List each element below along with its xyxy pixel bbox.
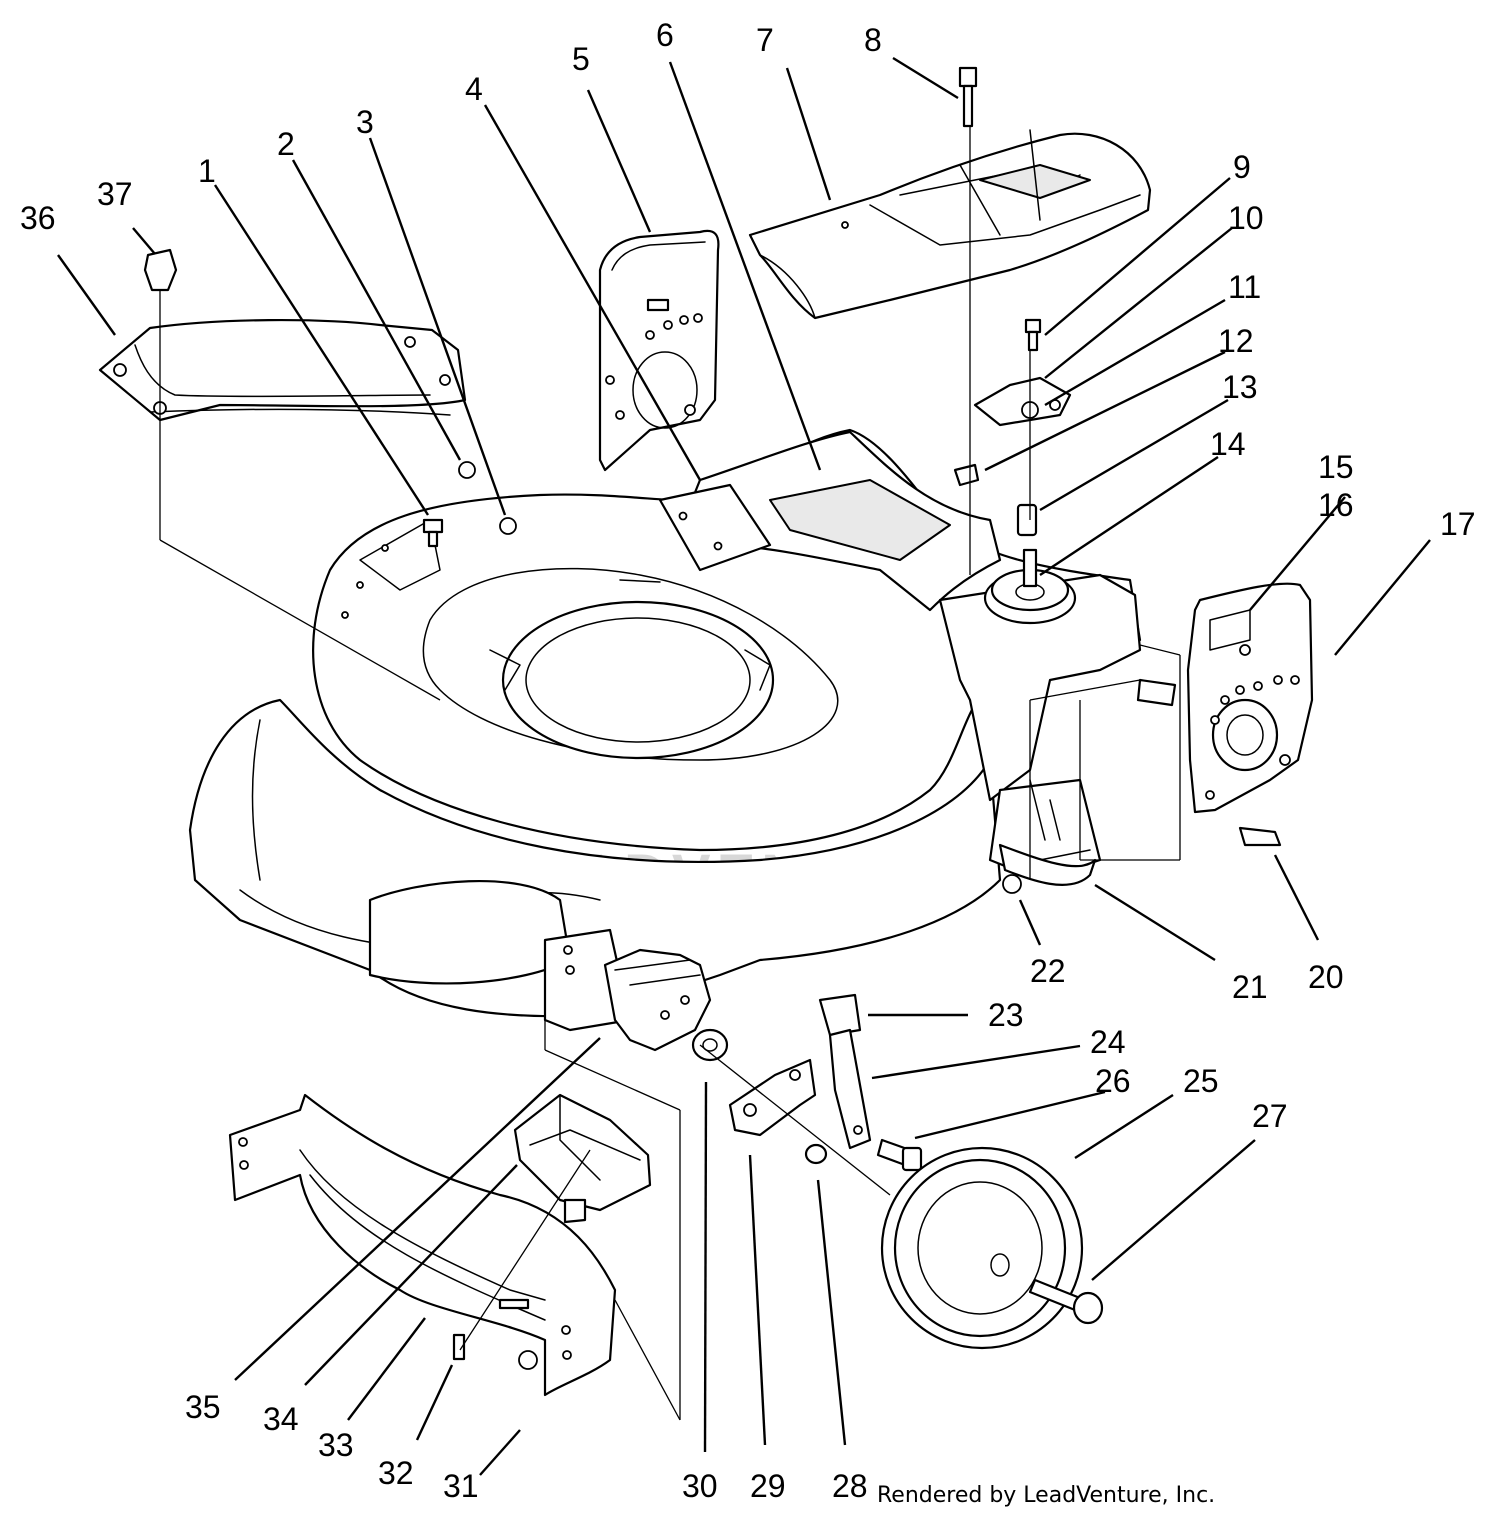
callout-17: 17 <box>1440 506 1476 542</box>
fasteners <box>143 66 1282 1370</box>
callout-14: 14 <box>1210 426 1246 462</box>
callout-22: 22 <box>1030 953 1066 989</box>
callout-8: 8 <box>864 22 882 58</box>
callout-32: 32 <box>378 1455 414 1491</box>
rear-axle <box>998 678 1177 886</box>
callout-7: 7 <box>756 22 774 58</box>
explosion-guides <box>159 125 1181 1421</box>
callout-25: 25 <box>1183 1063 1219 1099</box>
front-height-adjuster <box>603 948 712 1052</box>
callout-2: 2 <box>277 126 295 162</box>
callout-34: 34 <box>263 1401 299 1437</box>
callout-1: 1 <box>198 153 216 189</box>
render-credit: Rendered by LeadVenture, Inc. <box>877 1483 1215 1508</box>
rear-height-bracket-right <box>1186 582 1314 814</box>
rear-cover <box>748 129 1152 320</box>
callout-37: 37 <box>97 176 133 212</box>
callout-24: 24 <box>1090 1024 1126 1060</box>
callout-6: 6 <box>656 17 674 53</box>
callout-23: 23 <box>988 997 1024 1033</box>
axle-washer <box>804 1143 828 1165</box>
axle-bolt <box>1028 1278 1104 1325</box>
callout-5: 5 <box>572 41 590 77</box>
front-skirt <box>228 1093 617 1397</box>
callout-30: 30 <box>682 1468 718 1504</box>
callout-11: 11 <box>1228 269 1261 305</box>
callout-33: 33 <box>318 1427 354 1463</box>
callout-4: 4 <box>465 71 483 107</box>
callout-20: 20 <box>1308 959 1344 995</box>
rear-flap <box>98 318 467 422</box>
callout-28: 28 <box>832 1468 868 1504</box>
callout-16: 16 <box>1318 487 1354 523</box>
callout-3: 3 <box>356 104 374 140</box>
wheel <box>880 1146 1084 1350</box>
callout-15: 15 <box>1318 449 1354 485</box>
callout-31: 31 <box>443 1468 479 1504</box>
leader-lines <box>57 56 1431 1476</box>
callout-35: 35 <box>185 1389 221 1425</box>
callout-27: 27 <box>1252 1098 1288 1134</box>
callout-13: 13 <box>1222 369 1258 405</box>
callout-26: 26 <box>1095 1063 1131 1099</box>
wheel-washer <box>691 1028 729 1062</box>
callout-10: 10 <box>1228 200 1264 236</box>
pulley-part <box>983 548 1077 625</box>
spring-clip <box>818 993 872 1150</box>
rear-height-bracket-left <box>598 229 720 472</box>
callout-9: 9 <box>1233 149 1251 185</box>
callout-12: 12 <box>1218 323 1254 359</box>
wheel-bracket <box>728 1058 817 1137</box>
front-bracket-34 <box>513 1093 652 1224</box>
mower-deck <box>188 428 1142 1032</box>
callout-labels: 1 2 3 4 5 6 7 8 9 10 11 12 13 14 15 16 1… <box>20 17 1476 1504</box>
callout-36: 36 <box>20 200 56 236</box>
wheel-bolt-26 <box>876 1138 923 1172</box>
callout-29: 29 <box>750 1468 786 1504</box>
callout-21: 21 <box>1232 969 1268 1005</box>
